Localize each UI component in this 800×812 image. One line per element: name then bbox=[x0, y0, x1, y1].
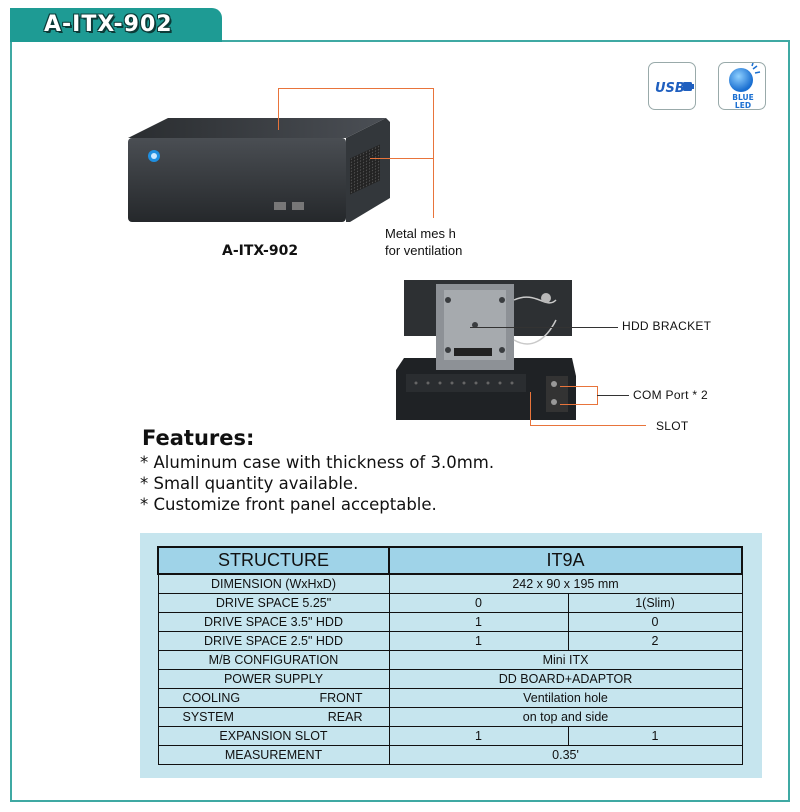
feature-item: * Aluminum case with thickness of 3.0mm. bbox=[140, 453, 495, 472]
usb-badge: USB bbox=[648, 62, 696, 110]
structure-header: STRUCTURE bbox=[157, 546, 390, 575]
table-row: MEASUREMENT 0.35' bbox=[157, 745, 743, 765]
hdd-bracket-label: HDD BRACKET bbox=[622, 319, 712, 333]
table-row: SYSTEM REAR on top and side bbox=[157, 707, 743, 727]
com-port-callout-line bbox=[597, 395, 629, 396]
led-badge-line1: BLUE bbox=[732, 93, 753, 102]
system-label: SYSTEM bbox=[182, 710, 234, 724]
row-value-b: 1 bbox=[567, 726, 743, 746]
mesh-note-line2: for ventilation bbox=[385, 243, 463, 258]
row-value-a: 0 bbox=[388, 593, 569, 613]
row-value: Mini ITX bbox=[388, 650, 743, 670]
com-port-label: COM Port * 2 bbox=[633, 388, 708, 402]
led-badge-line2: LED bbox=[735, 101, 751, 110]
cooling-label: COOLING bbox=[182, 691, 241, 705]
table-row: DRIVE SPACE 2.5" HDD 1 2 bbox=[157, 631, 743, 651]
row-value-b: 2 bbox=[567, 631, 743, 651]
feature-item: * Small quantity available. bbox=[140, 474, 359, 493]
spec-table: STRUCTURE IT9A DIMENSION (WxHxD) 242 x 9… bbox=[157, 546, 743, 765]
mesh-note-line1: Metal mes h bbox=[385, 226, 456, 241]
row-label: DRIVE SPACE 3.5" HDD bbox=[157, 612, 390, 632]
row-value: on top and side bbox=[388, 707, 743, 727]
slot-callout-vertical bbox=[530, 392, 531, 426]
row-label: M/B CONFIGURATION bbox=[157, 650, 390, 670]
product-caption: A-ITX-902 bbox=[222, 243, 299, 259]
table-row: EXPANSION SLOT 1 1 bbox=[157, 726, 743, 746]
row-value-b: 0 bbox=[567, 612, 743, 632]
mesh-note: Metal mes h for ventilation bbox=[385, 225, 505, 259]
row-value-a: 1 bbox=[388, 612, 569, 632]
table-row: DRIVE SPACE 5.25" 0 1(Slim) bbox=[157, 593, 743, 613]
interior-photo bbox=[396, 280, 576, 420]
row-label: EXPANSION SLOT bbox=[157, 726, 390, 746]
blue-led-icon: BLUE LED bbox=[729, 62, 761, 110]
row-label: DRIVE SPACE 2.5" HDD bbox=[157, 631, 390, 651]
row-value: DD BOARD+ADAPTOR bbox=[388, 669, 743, 689]
table-row: M/B CONFIGURATION Mini ITX bbox=[157, 650, 743, 670]
spec-header-row: STRUCTURE IT9A bbox=[157, 546, 743, 575]
row-value: Ventilation hole bbox=[388, 688, 743, 708]
row-value: 242 x 90 x 195 mm bbox=[388, 573, 743, 594]
table-row: DRIVE SPACE 3.5" HDD 1 0 bbox=[157, 612, 743, 632]
feature-item: * Customize front panel acceptable. bbox=[140, 495, 437, 514]
features-list: * Aluminum case with thickness of 3.0mm.… bbox=[140, 452, 494, 515]
callout-line-right-vertical bbox=[433, 88, 434, 158]
blue-led-badge: BLUE LED bbox=[718, 62, 766, 110]
row-value: 0.35' bbox=[388, 745, 743, 765]
title-tab: A-ITX-902 bbox=[10, 8, 222, 42]
row-value-a: 1 bbox=[388, 631, 569, 651]
row-label: POWER SUPPLY bbox=[157, 669, 390, 689]
callout-line-mesh-horizontal bbox=[370, 158, 434, 159]
usb-badge-text: USB bbox=[655, 81, 685, 96]
com-port-bracket-bottom bbox=[560, 404, 598, 405]
row-value-b: 1(Slim) bbox=[567, 593, 743, 613]
row-label: COOLING FRONT bbox=[157, 688, 390, 708]
features-title: Features: bbox=[142, 426, 255, 450]
com-port-bracket-top bbox=[560, 386, 598, 387]
callout-line-top-horizontal bbox=[278, 88, 434, 89]
slot-callout-horizontal bbox=[530, 425, 646, 426]
slot-label: SLOT bbox=[656, 419, 689, 433]
model-header: IT9A bbox=[388, 546, 743, 575]
row-label: DIMENSION (WxHxD) bbox=[157, 573, 390, 594]
page-frame bbox=[10, 40, 790, 802]
table-row: COOLING FRONT Ventilation hole bbox=[157, 688, 743, 708]
case-photo bbox=[128, 118, 390, 222]
front-label: FRONT bbox=[319, 691, 363, 705]
hdd-bracket-callout-line bbox=[470, 327, 618, 328]
usb-icon: USB bbox=[655, 81, 694, 96]
table-row: DIMENSION (WxHxD) 242 x 90 x 195 mm bbox=[157, 573, 743, 594]
rear-label: REAR bbox=[327, 710, 363, 724]
callout-line-mesh-vertical bbox=[433, 158, 434, 218]
row-label: MEASUREMENT bbox=[157, 745, 390, 765]
callout-line-top-vertical bbox=[278, 88, 279, 130]
page-title: A-ITX-902 bbox=[44, 12, 173, 37]
table-row: POWER SUPPLY DD BOARD+ADAPTOR bbox=[157, 669, 743, 689]
row-label: DRIVE SPACE 5.25" bbox=[157, 593, 390, 613]
row-value-a: 1 bbox=[388, 726, 569, 746]
row-label: SYSTEM REAR bbox=[157, 707, 390, 727]
